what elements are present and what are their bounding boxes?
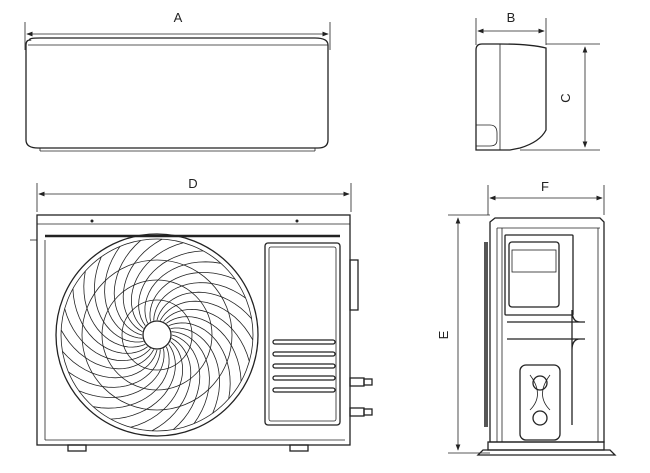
fan-guard-ring — [81, 259, 233, 411]
fan-guard-ring — [121, 299, 193, 371]
fan-guard-wire — [93, 346, 170, 409]
fan-guard-wire — [130, 242, 184, 329]
indoor-unit-front: A — [24, 10, 331, 152]
pipe-valves — [349, 377, 373, 417]
outdoor-unit-front: D — [30, 176, 373, 452]
fan-guard-wire — [68, 349, 161, 388]
side-coil — [484, 242, 488, 427]
fan-guard-wire — [170, 327, 220, 414]
fan-guard-wire — [94, 256, 144, 343]
fan-guard-wire — [151, 337, 192, 432]
valve-cover — [519, 364, 561, 441]
fan-guard-wire — [153, 282, 246, 321]
fan-guard-wire — [166, 316, 242, 382]
fan-grille — [55, 233, 259, 437]
fan-guard-wire — [104, 246, 143, 339]
fan-guard-ring — [101, 279, 213, 391]
label-e: E — [436, 330, 451, 339]
fan-guard-wire — [83, 271, 146, 348]
panel-vents — [272, 339, 336, 393]
fan-guard-wire — [72, 288, 148, 354]
label-b: B — [507, 10, 516, 25]
label-c: C — [558, 93, 573, 102]
label-f: F — [541, 179, 549, 194]
fan-guard-wire — [122, 238, 163, 333]
outdoor-unit-side: F E — [436, 179, 617, 456]
fan-guard-wire — [130, 341, 184, 428]
service-panel — [264, 242, 341, 426]
fan-guard-wire — [163, 308, 250, 362]
label-a: A — [174, 10, 183, 25]
fan-guard-wire — [110, 344, 176, 420]
fan-guard-wire — [64, 308, 151, 362]
fan-guard-wire — [144, 261, 221, 324]
handle-recess — [508, 241, 560, 308]
fan-guard-wire — [78, 348, 165, 398]
fan-guard-wire — [62, 349, 158, 379]
fan-guard-wire — [159, 300, 254, 341]
fan-guard-wire — [168, 322, 231, 399]
indoor-unit-side: B C — [475, 10, 600, 151]
fan-guard-wire — [60, 329, 155, 370]
label-d: D — [188, 176, 197, 191]
fan-guard-wire — [149, 272, 236, 322]
fan-guard-wire — [113, 240, 143, 336]
fan-guard-wire — [156, 291, 252, 321]
fan-guard-wire — [171, 334, 201, 430]
fan-guard-wire — [171, 331, 210, 424]
fan-guard-wire — [138, 250, 204, 326]
